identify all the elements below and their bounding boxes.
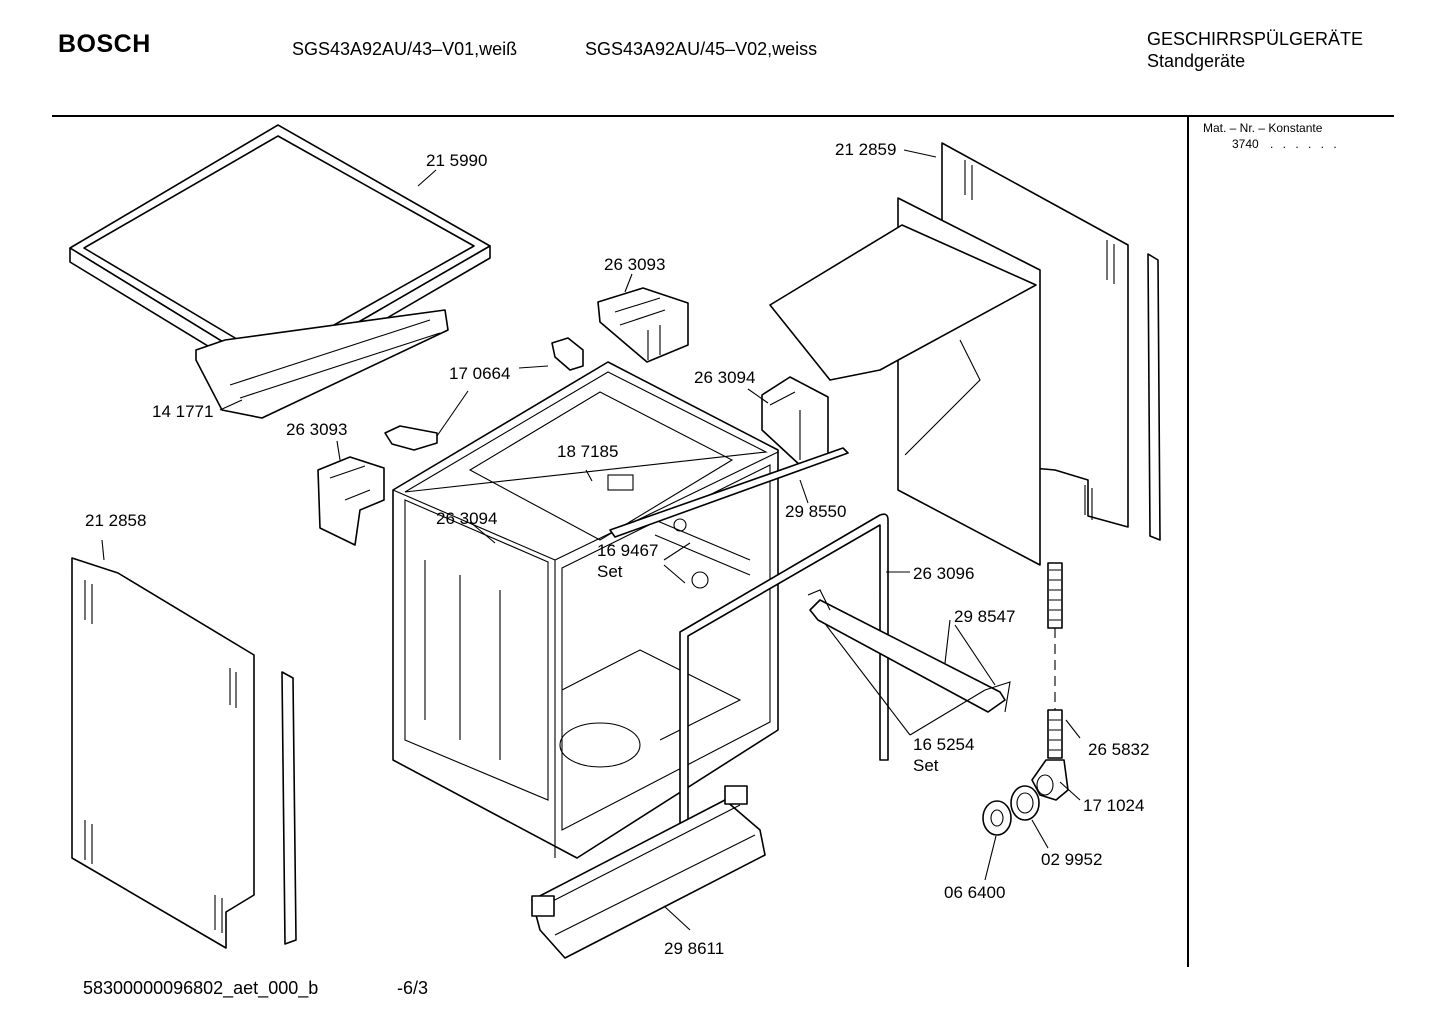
part-label-169467-set: Set [597,562,623,581]
part-label-171024: 17 1024 [1083,796,1144,815]
part-label-169467: 16 9467 [597,541,658,560]
subcategory-title: Standgeräte [1147,51,1246,71]
elbow-part [1031,759,1069,801]
part-label-298550: 29 8550 [785,502,846,521]
part-label-212859: 21 2859 [835,140,896,159]
clip-part-upper [597,287,689,363]
part-label-263094-upper: 26 3094 [694,368,755,387]
material-number-dots: . . . . . . [1270,137,1340,151]
part-label-298611: 29 8611 [664,939,724,958]
document-id: 58300000096802_aet_000_b [83,978,319,998]
part-label-215990: 21 5990 [426,151,487,170]
brand-logo: BOSCH [58,30,151,58]
part-label-263093-lower: 26 3093 [286,420,347,439]
part-label-212858: 21 2858 [85,511,146,530]
category-title: GESCHIRRSPÜLGERÄTE [1147,29,1364,49]
clip-part-lower [317,456,385,546]
model-number-1: SGS43A92AU/43–V01,weiß [292,39,518,59]
part-labels: 21 5990 14 1771 26 3093 17 0664 26 3093 … [85,140,1149,958]
side-panel-right [769,142,1161,566]
drawing [69,124,1161,959]
hinge-bracket-parts [384,337,584,451]
part-label-165254-set: Set [913,756,939,775]
part-label-263093-upper: 26 3093 [604,255,665,274]
part-label-141771: 14 1771 [152,402,213,421]
header-divider [52,115,1394,117]
leader-lines [101,149,1081,931]
seal-strip [609,447,849,538]
worktop-part [69,124,491,419]
side-panel-divider [1187,117,1189,967]
model-number-2: SGS43A92AU/45–V02,weiss [585,39,818,59]
part-label-029952: 02 9952 [1041,850,1102,869]
part-label-263096: 26 3096 [913,564,974,583]
part-label-263094-lower: 26 3094 [436,509,497,528]
part-label-165254: 16 5254 [913,735,974,754]
ring-part [1010,785,1040,821]
plinth [531,785,766,959]
hose-assembly [1047,562,1063,759]
side-panel-left [71,557,297,949]
material-number-value: 3740 [1232,137,1259,151]
cap-part [982,800,1012,836]
part-label-265832: 26 5832 [1088,740,1149,759]
page-number: -6/3 [397,978,429,998]
spray-arm [807,589,1011,713]
door-seal [679,513,889,879]
material-number-heading: Mat. – Nr. – Konstante [1203,121,1323,135]
part-label-066400: 06 6400 [944,883,1005,902]
part-label-298547: 29 8547 [954,607,1015,626]
part-label-187185: 18 7185 [557,442,618,461]
part-label-170664: 17 0664 [449,364,510,383]
